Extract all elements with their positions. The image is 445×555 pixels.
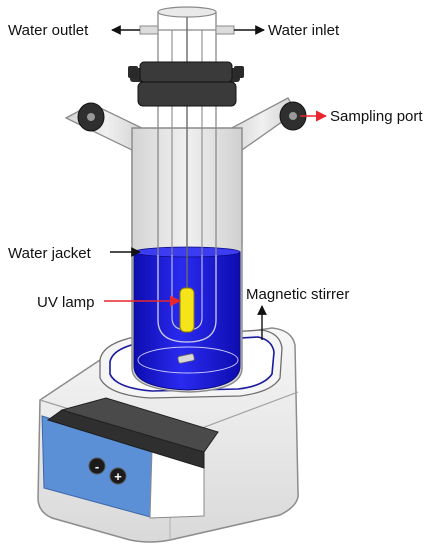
water-inlet-nozzle <box>215 25 235 35</box>
stir-bar <box>177 353 195 364</box>
sampling-port-left <box>77 102 105 132</box>
water-outlet-nozzle <box>139 25 159 35</box>
plus-button[interactable]: + <box>109 467 127 485</box>
label-water-outlet: Water outlet <box>8 22 89 39</box>
label-sampling-port: Sampling port <box>330 108 423 125</box>
label-uv-lamp: UV lamp <box>37 294 95 311</box>
label-water-jacket: Water jacket <box>8 245 92 262</box>
minus-button[interactable]: - <box>88 457 106 475</box>
label-magnetic-stirrer: Magnetic stirrer <box>246 286 349 303</box>
minus-button-label: - <box>95 459 99 474</box>
uv-lamp <box>179 287 195 333</box>
plus-button-label: + <box>114 469 122 484</box>
clamp <box>128 61 244 107</box>
label-water-inlet: Water inlet <box>268 22 340 39</box>
